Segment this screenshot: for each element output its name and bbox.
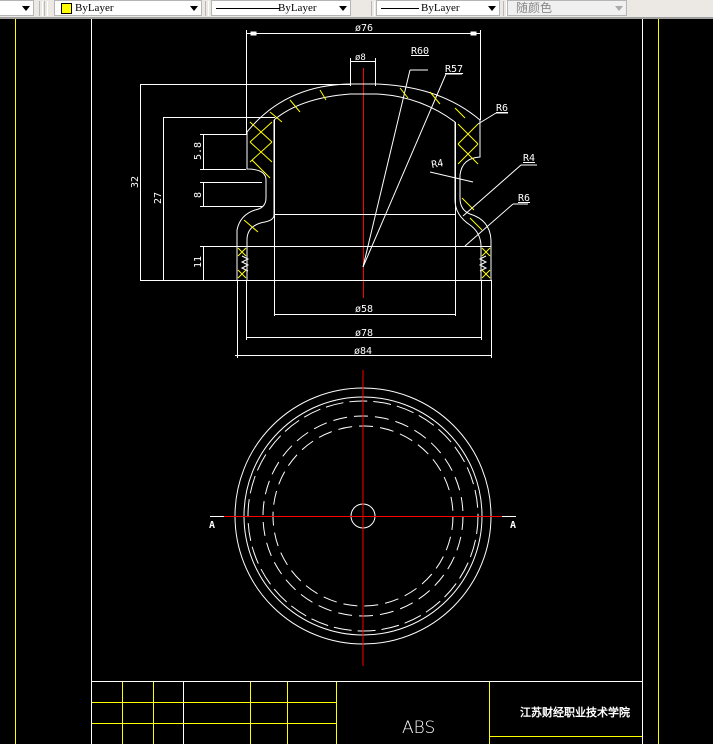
dim-dia-8: ø8 (355, 53, 366, 63)
dim-h-27: 27 (153, 192, 164, 204)
section-mark-left: A (209, 520, 215, 531)
dim-dia-78: ø78 (355, 328, 373, 339)
dimension-labels: ø76 ø8 R60 R57 R6 R4 R4 R6 32 27 5.8 8 1… (130, 23, 535, 357)
section-hatch (237, 87, 491, 279)
chevron-down-icon (22, 6, 30, 11)
dim-h-5-8: 5.8 (193, 142, 204, 160)
toolbar-separator (39, 1, 43, 16)
section-view (140, 30, 537, 358)
linetype-preview-icon (216, 8, 280, 9)
color-combo[interactable]: ByLayer (54, 0, 202, 16)
properties-toolbar: ByLayer ByLayer ByLayer 随颜色 (0, 0, 713, 19)
chevron-down-icon (488, 6, 496, 11)
material-label: ABS (402, 718, 435, 738)
dim-h-8: 8 (193, 192, 204, 198)
chevron-down-icon (190, 6, 198, 11)
dim-r4-right: R4 (523, 153, 535, 164)
dim-r57: R57 (445, 64, 463, 75)
drawing-frame (15, 19, 659, 744)
top-view (210, 370, 516, 666)
linetype-combo[interactable]: ByLayer (211, 0, 351, 16)
dim-r4-left: R4 (431, 158, 445, 171)
lineweight-preview-icon (381, 8, 419, 9)
plotstyle-combo[interactable]: 随颜色 (507, 0, 627, 16)
dim-dia-84: ø84 (354, 346, 372, 357)
dim-r60: R60 (411, 46, 429, 57)
dim-r6-bottom: R6 (518, 193, 530, 204)
toolbar-separator (205, 1, 209, 16)
drawing-canvas[interactable]: ø76 ø8 R60 R57 R6 R4 R4 R6 32 27 5.8 8 1… (0, 19, 713, 744)
plotstyle-combo-label: 随颜色 (516, 1, 553, 15)
lineweight-combo-label: ByLayer (421, 2, 460, 14)
chevron-down-icon (339, 6, 347, 11)
section-mark-right: A (510, 520, 516, 531)
dim-dia-58: ø58 (355, 304, 373, 315)
school-name: 江苏财经职业技术学院 (520, 705, 630, 719)
dim-h-32: 32 (130, 176, 141, 188)
dim-r6-top: R6 (496, 103, 508, 114)
toolbar-separator (503, 1, 507, 16)
dim-dia-76: ø76 (355, 23, 373, 34)
dim-h-11: 11 (193, 256, 204, 268)
chevron-down-icon (615, 6, 623, 11)
toolbar-separator (44, 1, 48, 16)
lineweight-combo[interactable]: ByLayer (376, 0, 500, 16)
linetype-combo-label: ByLayer (278, 2, 317, 14)
title-block (92, 681, 642, 744)
color-combo-label: ByLayer (75, 2, 114, 14)
previous-combo-dropdown[interactable] (0, 0, 34, 16)
toolbar-separator (371, 1, 375, 16)
color-swatch-icon (61, 3, 72, 14)
